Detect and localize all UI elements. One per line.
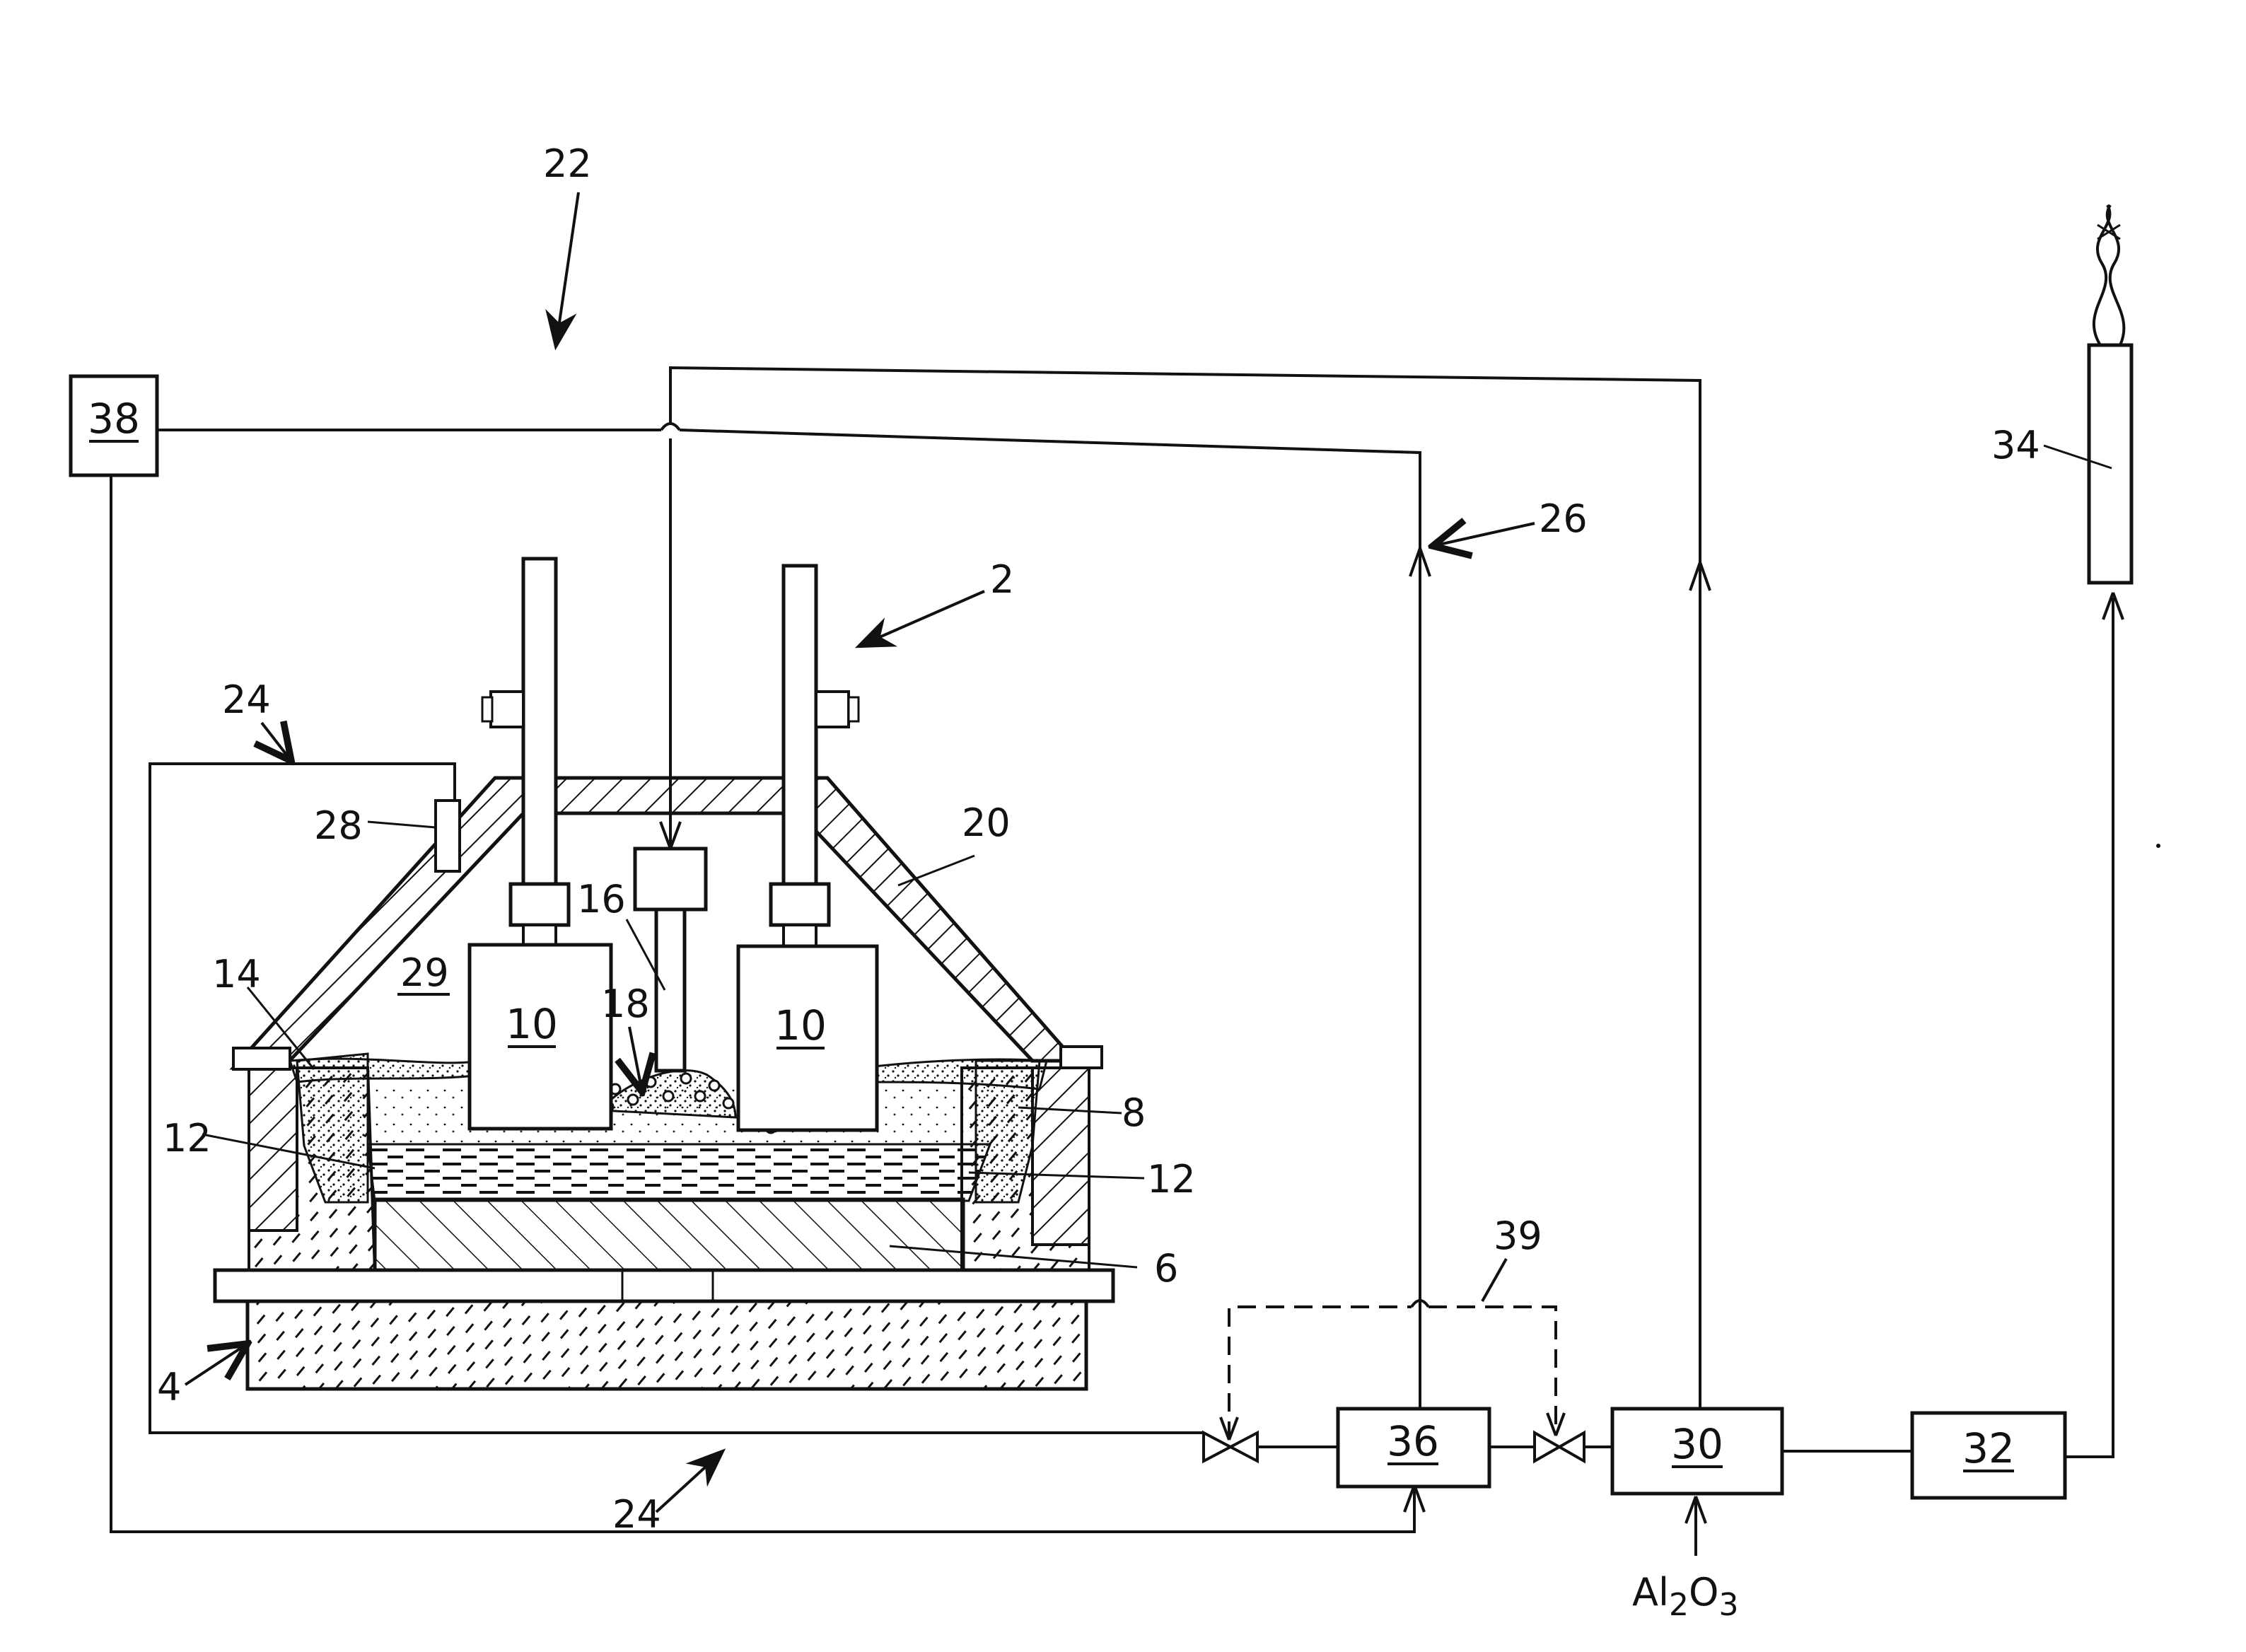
svg-text:16: 16 [577, 877, 626, 921]
svg-text:24: 24 [222, 677, 271, 722]
svg-text:20: 20 [962, 801, 1011, 845]
svg-text:28: 28 [314, 803, 363, 848]
valve-right-icon [1535, 1433, 1584, 1461]
svg-text:Al2O3: Al2O3 [1632, 1570, 1738, 1623]
svg-text:12: 12 [163, 1116, 211, 1161]
box-32: 32 [1912, 1413, 2065, 1498]
svg-text:39: 39 [1494, 1214, 1542, 1258]
svg-text:26: 26 [1539, 496, 1588, 541]
svg-text:14: 14 [212, 952, 261, 996]
box-36: 36 [1338, 1409, 1489, 1487]
svg-text:2: 2 [990, 557, 1014, 602]
svg-text:10: 10 [506, 1000, 558, 1048]
svg-text:29: 29 [400, 950, 449, 995]
stack-34 [2089, 205, 2131, 583]
svg-text:10: 10 [774, 1001, 827, 1049]
svg-text:36: 36 [1387, 1417, 1439, 1465]
svg-text:32: 32 [1962, 1424, 2015, 1472]
svg-text:22: 22 [543, 141, 592, 186]
svg-text:12: 12 [1147, 1157, 1196, 1202]
svg-text:30: 30 [1671, 1420, 1723, 1468]
stray-dot [2156, 844, 2160, 848]
svg-text:34: 34 [1991, 423, 2040, 467]
electrolysis-cell: 10 10 [215, 559, 1113, 1389]
box-30: 30 [1612, 1409, 1782, 1494]
svg-text:6: 6 [1154, 1246, 1178, 1291]
box-38: 38 [71, 376, 157, 475]
svg-text:24: 24 [612, 1492, 661, 1537]
svg-text:8: 8 [1122, 1090, 1146, 1135]
svg-text:4: 4 [157, 1365, 181, 1409]
svg-text:18: 18 [601, 982, 650, 1026]
svg-text:38: 38 [88, 395, 140, 443]
